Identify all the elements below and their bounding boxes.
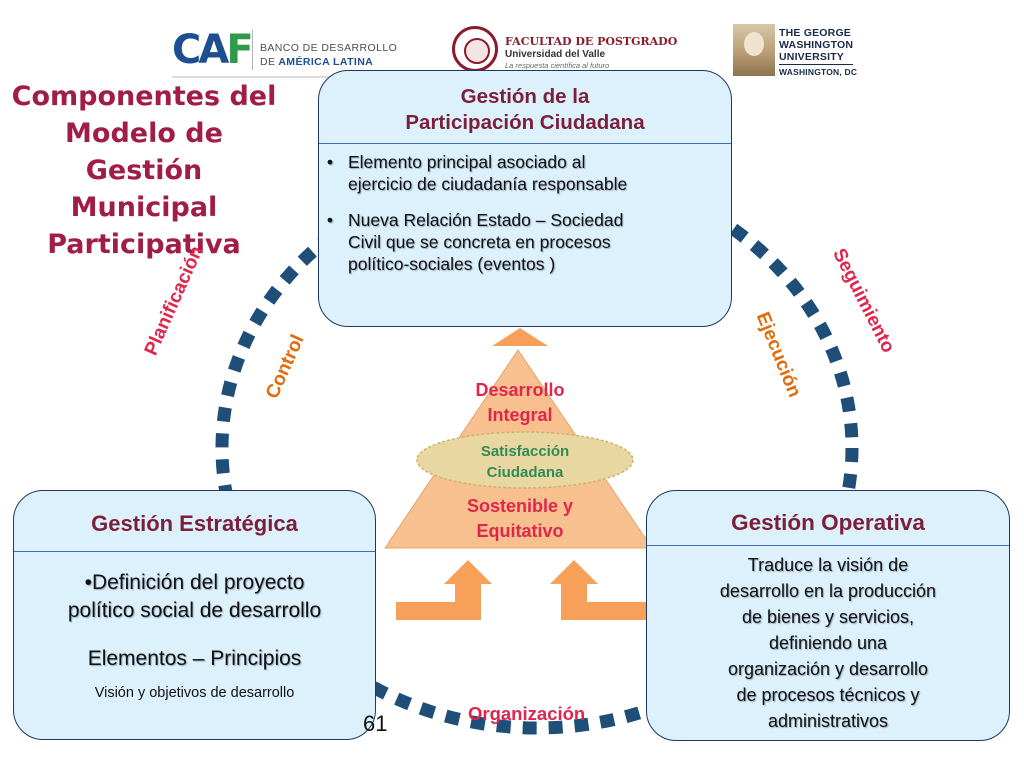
estrategica-bullet-line2: político social de desarrollo	[67, 599, 322, 622]
triangle-top-line1: Desarrollo	[475, 380, 565, 400]
facultad-logo: FACULTAD DE POSTGRADO Universidad del Va…	[452, 26, 682, 79]
up-arrow-top	[492, 328, 548, 346]
participacion-bullet-1-line1: Elemento principal asociado al	[348, 152, 586, 172]
ellipse-text: Satisfacción Ciudadana	[430, 441, 620, 483]
estrategica-bullet-line1: •Definición del proyecto	[84, 571, 305, 594]
caf-logo-c: C	[172, 27, 201, 73]
operativa-line: definiendo una	[768, 633, 888, 653]
participacion-title-line2: Participación Ciudadana	[405, 111, 645, 134]
caf-logo: CAF BANCO DE DESARROLLO DE AMÉRICA LATIN…	[172, 26, 407, 78]
operativa-description: Traduce la visión de desarrollo en la pr…	[669, 552, 987, 734]
box-participacion-ciudadana: Gestión de la Participación Ciudadana • …	[318, 70, 732, 327]
box-gestion-operativa: Gestión Operativa Traduce la visión de d…	[646, 490, 1010, 741]
page-title-line4: Participativa	[47, 229, 241, 260]
page-number: 61	[363, 711, 388, 736]
operativa-line: desarrollo en la producción	[719, 581, 937, 601]
gwu-logo-line4: WASHINGTON, DC	[779, 67, 858, 77]
participacion-bullet-2-line3: político-sociales (eventos )	[348, 254, 556, 274]
participacion-bullet-2-line1: Nueva Relación Estado – Sociedad	[348, 210, 624, 230]
page-title-line1: Componentes del	[11, 81, 277, 112]
caf-logo-f: F	[226, 27, 253, 73]
triangle-bottom-line2: Equitativo	[476, 521, 564, 541]
bullet-icon: •	[326, 210, 333, 230]
caf-logo-line2-prefix: DE	[260, 56, 276, 68]
washington-portrait-icon	[733, 24, 775, 76]
facultad-logo-line3: La respuesta científica al futuro	[505, 61, 610, 70]
ellipse-text-line2: Ciudadana	[486, 464, 564, 481]
operativa-line: organización y desarrollo	[727, 659, 929, 679]
facultad-logo-line1: FACULTAD DE POSTGRADO	[505, 35, 678, 48]
triangle-top-line2: Integral	[487, 405, 553, 425]
participacion-divider	[319, 143, 731, 144]
caf-logo-line1: BANCO DE DESARROLLO	[260, 42, 398, 54]
participacion-title: Gestión de la Participación Ciudadana	[319, 84, 731, 136]
facultad-logo-line2: Universidad del Valle	[505, 49, 606, 60]
caf-logo-line2: DE AMÉRICA LATINA	[260, 56, 373, 68]
participacion-bullet-list: • Elemento principal asociado al ejercic…	[319, 151, 731, 289]
ellipse-text-line1: Satisfacción	[480, 443, 570, 460]
label-organizacion: Organización	[468, 703, 586, 724]
participacion-bullet-2-line2: Civil que se concreta en procesos	[348, 232, 611, 252]
bent-arrow-right	[550, 560, 646, 620]
operativa-line: de procesos técnicos y	[736, 685, 920, 705]
operativa-line: Traduce la visión de	[747, 555, 909, 575]
caf-logo-a: A	[198, 27, 229, 73]
estrategica-bullet: •Definición del proyecto político social…	[14, 569, 375, 625]
participacion-bullet-1-line2: ejercicio de ciudadanía responsable	[348, 174, 628, 194]
estrategica-divider	[14, 551, 375, 552]
bullet-icon: •	[326, 152, 333, 172]
univalle-seal-icon	[452, 26, 498, 72]
box-gestion-estrategica: Gestión Estratégica •Definición del proy…	[13, 490, 376, 740]
gwu-logo-line3: UNIVERSITY	[779, 51, 845, 63]
page-title: Componentes del Modelo de Gestión Munici…	[10, 78, 278, 263]
triangle-bottom-line1: Sostenible y	[466, 496, 574, 516]
caf-logo-line2-strong: AMÉRICA LATINA	[278, 56, 374, 68]
gwu-logo-line1: THE GEORGE	[779, 27, 852, 39]
gwu-logo: THE GEORGE WASHINGTON UNIVERSITY WASHING…	[733, 22, 857, 82]
caf-logo-rule	[172, 76, 407, 78]
estrategica-vision: Visión y objetivos de desarrollo	[94, 685, 295, 701]
triangle-top-text: Desarrollo Integral	[440, 378, 600, 428]
caf-logo-mark: CAF	[172, 27, 254, 73]
operativa-line: de bienes y servicios,	[741, 607, 915, 627]
operativa-line: administrativos	[767, 711, 889, 731]
page-title-line2: Modelo de Gestión	[65, 118, 223, 186]
gwu-logo-line2: WASHINGTON	[779, 39, 854, 51]
cycle-dashed-ring	[215, 161, 859, 735]
gwu-logo-rule	[779, 64, 853, 65]
bent-arrow-left	[396, 560, 492, 620]
estrategica-elementos: Elementos – Principios	[87, 647, 302, 670]
operativa-title: Gestión Operativa	[731, 510, 925, 535]
page-title-line3: Municipal	[70, 192, 218, 223]
satisfaction-ellipse	[416, 431, 634, 489]
triangle-bottom-text: Sostenible y Equitativo	[420, 494, 620, 544]
participacion-bullet-2: • Nueva Relación Estado – Sociedad Civil…	[319, 209, 731, 275]
estrategica-title: Gestión Estratégica	[91, 511, 298, 536]
caf-logo-separator	[252, 30, 253, 70]
participacion-title-line1: Gestión de la	[460, 85, 590, 108]
participacion-bullet-1: • Elemento principal asociado al ejercic…	[319, 151, 731, 195]
operativa-divider	[647, 545, 1009, 546]
